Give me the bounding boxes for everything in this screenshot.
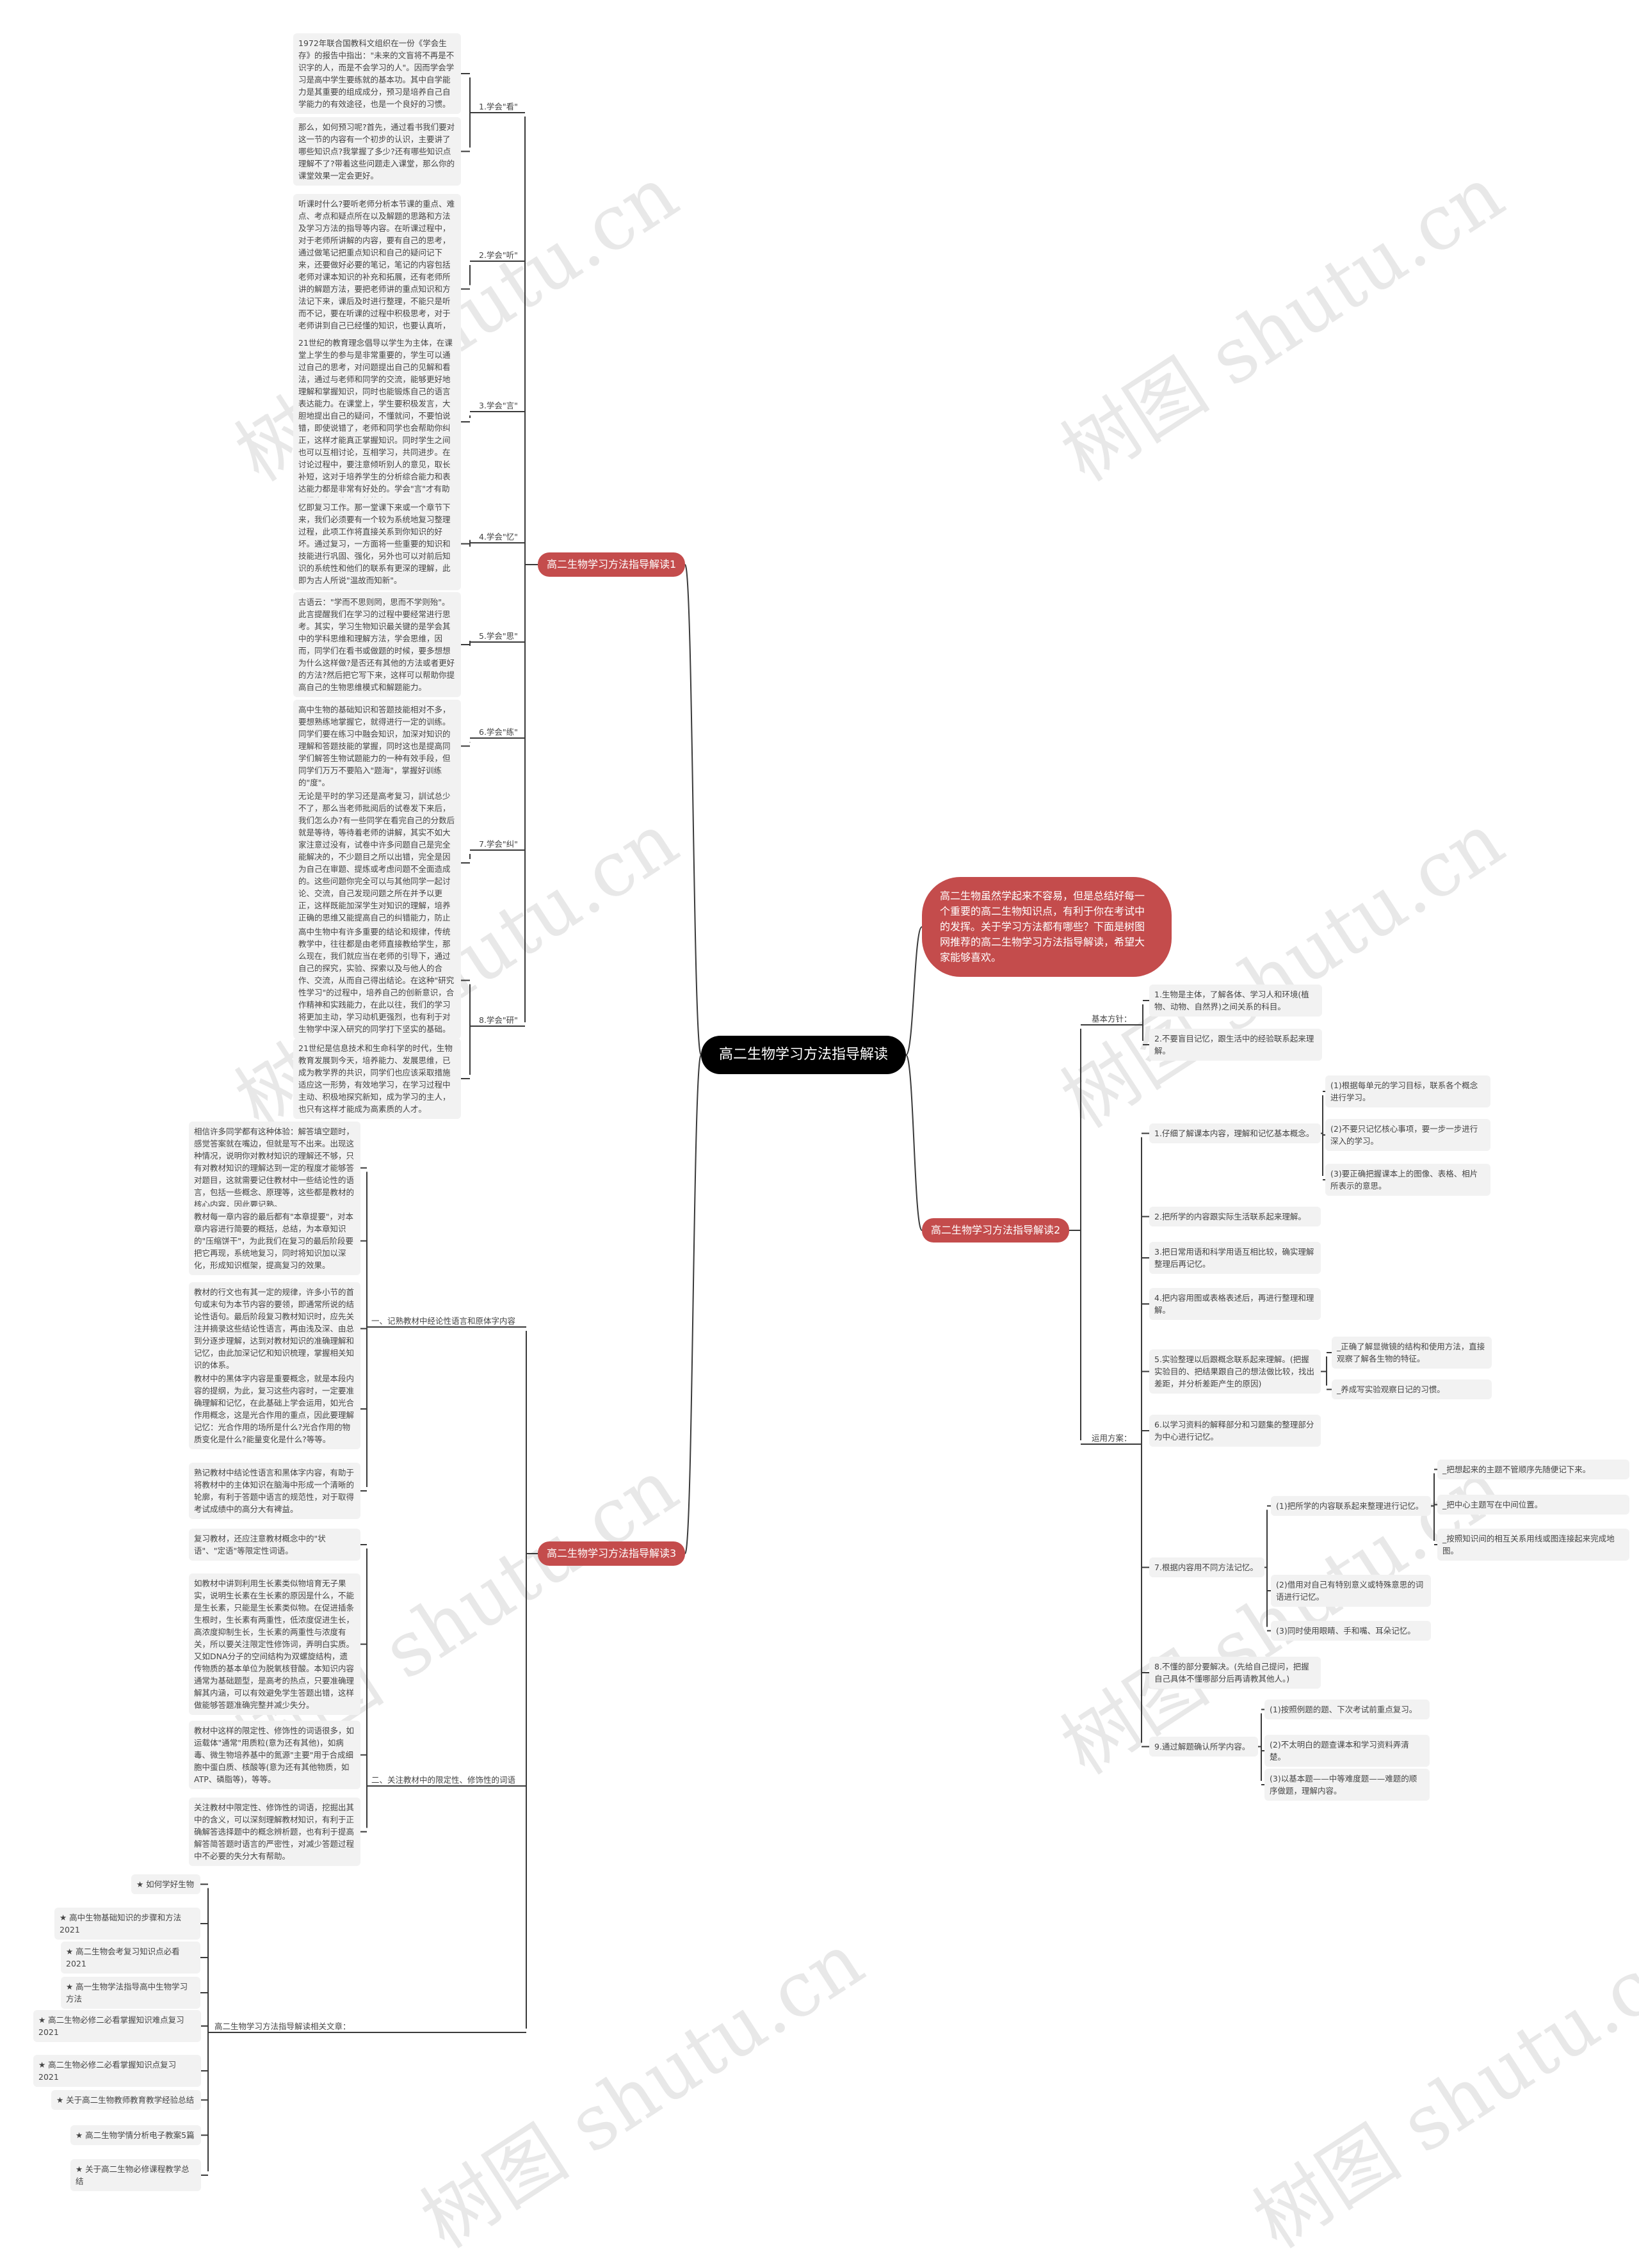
related-article-link[interactable]: ★ 高二生物必修二必看掌握知识点复习2021 (33, 2055, 201, 2087)
related-article-link[interactable]: ★ 高二生物学情分析电子教案5篇 (70, 2125, 201, 2145)
text-leaf: 21世纪的教育理念倡导以学生为主体，在课堂上学生的参与是非常重要的，学生可以通过… (293, 333, 461, 511)
related-article-link[interactable]: ★ 高中生物基础知识的步骤和方法2021 (54, 1908, 200, 1940)
section-1-node[interactable]: 高二生物学习方法指导解读1 (538, 552, 685, 577)
item-label: 3.学会"言" (479, 401, 518, 410)
item-label: 1.学会"看" (479, 102, 518, 111)
text-leaf: 21世纪是信息技术和生命科学的时代，生物教育发展到今天，培养能力、发展思维，已成… (293, 1038, 461, 1119)
text-leaf: 1.生物是主体，了解各体、学习人和环境(植物、动物、自然界)之间关系的科目。 (1149, 985, 1322, 1017)
text-leaf: 教材每一章内容的最后都有"本章提要"，对本章内容进行简要的概括，总结，为本章知识… (189, 1207, 360, 1275)
usage-sub: (3)以基本题——中等难度题——难题的顺序做题，理解内容。 (1264, 1769, 1430, 1801)
usage-sub: (3)要正确把握课本上的图像、表格、相片所表示的意思。 (1325, 1164, 1490, 1196)
usage-sub: _正确了解显微镜的结构和使用方法，直接观察了解各生物的特征。 (1332, 1337, 1492, 1369)
usage-sub: (1)把所学的内容联系起来整理进行记忆。 (1271, 1496, 1431, 1516)
text-leaf: 相信许多同学都有这种体验：解答填空题时，感觉答案就在嘴边，但就是写不出来。出现这… (189, 1122, 360, 1214)
item-label: 4.学会"忆" (479, 532, 518, 542)
usage-subsub: _按照知识间的相互关系用线或图连接起来完成地图。 (1437, 1529, 1629, 1561)
related-article-link[interactable]: ★ 关于高二生物必修课程教学总结 (70, 2159, 201, 2191)
item-label: 8.学会"研" (479, 1015, 518, 1025)
usage-item: 7.根据内容用不同方法记忆。 (1149, 1557, 1264, 1577)
branch-label: 一、记熟教材中经论性语言和原体字内容 (371, 1316, 516, 1326)
text-leaf: 熟记教材中结论性语言和黑体字内容，有助于将教材中的主体知识在脑海中形成一个清晰的… (189, 1463, 360, 1519)
text-leaf: 忆即复习工作。那一堂课下来或一个章节下来，我们必须要有一个较为系统地复习整理过程… (293, 497, 461, 590)
text-leaf: 复习教材，还应注意教材概念中的"状语"、"定语"等限定性词语。 (189, 1529, 360, 1561)
usage-sub: (3)同时使用眼睛、手和嘴、耳朵记忆。 (1271, 1621, 1431, 1641)
related-article-link[interactable]: ★ 关于高二生物教师教育教学经验总结 (51, 2090, 201, 2110)
basic-label: 基本方针： (1092, 1014, 1132, 1024)
usage-sub: (1)根据每单元的学习目标，联系各个概念进行学习。 (1325, 1075, 1490, 1107)
item-label: 5.学会"思" (479, 631, 518, 641)
item-label: 2.学会"听" (479, 250, 518, 260)
section-2-node[interactable]: 高二生物学习方法指导解读2 (922, 1218, 1069, 1243)
text-leaf: 教材中的黑体字内容是重要概念，就是本段内容的提纲，为此，复习这些内容时，一定要准… (189, 1369, 360, 1449)
text-leaf: 高中生物的基础知识和答题技能相对不多，要想熟练地掌握它，就得进行一定的训练。同学… (293, 700, 461, 792)
section-3-node[interactable]: 高二生物学习方法指导解读3 (538, 1541, 685, 1566)
text-leaf: 教材的行文也有其一定的规律，许多小节的首句或末句为本节内容的要领，即通常所说的结… (189, 1282, 360, 1375)
text-leaf: 关注教材中限定性、修饰性的词语，挖掘出其中的含义，可以深刻理解教材知识，有利于正… (189, 1798, 360, 1866)
usage-item: 8.不懂的部分要解决。(先给自己提问，把握自己具体不懂哪部分后再请教其他人。) (1149, 1657, 1321, 1689)
usage-item: 1.仔细了解课本内容，理解和记忆基本概念。 (1149, 1123, 1321, 1143)
usage-item: 4.把内容用图或表格表述后，再进行整理和理解。 (1149, 1288, 1321, 1320)
usage-sub: (2)不要只记忆核心事项，要一步一步进行深入的学习。 (1325, 1119, 1490, 1151)
usage-item: 2.把所学的内容跟实际生活联系起来理解。 (1149, 1207, 1321, 1226)
related-article-link[interactable]: ★ 如何学好生物 (131, 1874, 200, 1894)
item-label: 7.学会"纠" (479, 839, 518, 849)
intro-node[interactable]: 高二生物虽然学起来不容易，但是总结好每一个重要的高二生物知识点，有利于你在考试中… (922, 877, 1172, 977)
usage-sub: (2)不太明白的题查课本和学习资料弄清楚。 (1264, 1735, 1430, 1767)
root-node[interactable]: 高二生物学习方法指导解读 (701, 1036, 906, 1074)
usage-subsub: _把中心主题写在中间位置。 (1437, 1495, 1629, 1515)
text-leaf: 那么，如何预习呢?首先，通过看书我们要对这一节的内容有一个初步的认识，主要讲了哪… (293, 117, 461, 186)
item-label: 6.学会"练" (479, 727, 518, 737)
usage-item: 5.实验整理以后跟概念联系起来理解。(把握实验目的、把结果跟自己的想法做比较，找… (1149, 1349, 1321, 1394)
text-leaf: 如教材中讲到利用生长素类似物培育无子果实，说明生长素在生长素的原因是什么，不能是… (189, 1573, 360, 1715)
connector-lines (200, 73, 1438, 2176)
usage-item: 3.把日常用语和科学用语互相比较，确实理解整理后再记忆。 (1149, 1242, 1321, 1274)
related-article-link[interactable]: ★ 高二生物会考复习知识点必看2021 (61, 1942, 200, 1974)
text-leaf: 教材中这样的限定性、修饰性的词语很多，如运载体"通常"用质粒(意为还有其他)，如… (189, 1721, 360, 1789)
usage-item: 9.通过解题确认所学内容。 (1149, 1737, 1258, 1757)
text-leaf: 2.不要盲目记忆，跟生活中的经验联系起来理解。 (1149, 1029, 1322, 1061)
branch-label: 二、关注教材中的限定性、修饰性的词语 (371, 1775, 516, 1785)
text-leaf: 高中生物中有许多重要的结论和规律，传统教学中，往往都是由老师直接教给学生，那么现… (293, 922, 461, 1039)
text-leaf: 1972年联合国教科文组织在一份《学会生存》的报告中指出："未来的文盲将不再是不… (293, 33, 461, 114)
usage-sub: (1)按照例题的题、下次考试前重点复习。 (1264, 1700, 1430, 1719)
text-leaf: 无论是平时的学习还是高考复习，訓试总少不了，那么当老师批阅后的试卷发下来后，我们… (293, 786, 461, 940)
usage-sub: (2)借用对自己有特别意义或特殊意思的词语进行记忆。 (1271, 1575, 1431, 1607)
related-article-link[interactable]: ★ 高一生物学法指导高中生物学习方法 (61, 1977, 200, 2009)
related-article-link[interactable]: ★ 高二生物必修二必看掌握知识难点复习2021 (33, 2010, 201, 2042)
usage-sub: _养成写实验观察日记的习惯。 (1332, 1379, 1492, 1399)
usage-subsub: _把想起来的主题不管顺序先随便记下来。 (1437, 1460, 1629, 1479)
text-leaf: 古语云："学而不思则罔，思而不学则殆"。此言提醒我们在学习的过程中要经常进行思考… (293, 592, 461, 697)
usage-item: 6.以学习资料的解释部分和习题集的整理部分为中心进行记忆。 (1149, 1415, 1321, 1447)
usage-label: 运用方案： (1092, 1433, 1132, 1443)
related-label: 高二生物学习方法指导解读相关文章： (214, 2022, 351, 2031)
